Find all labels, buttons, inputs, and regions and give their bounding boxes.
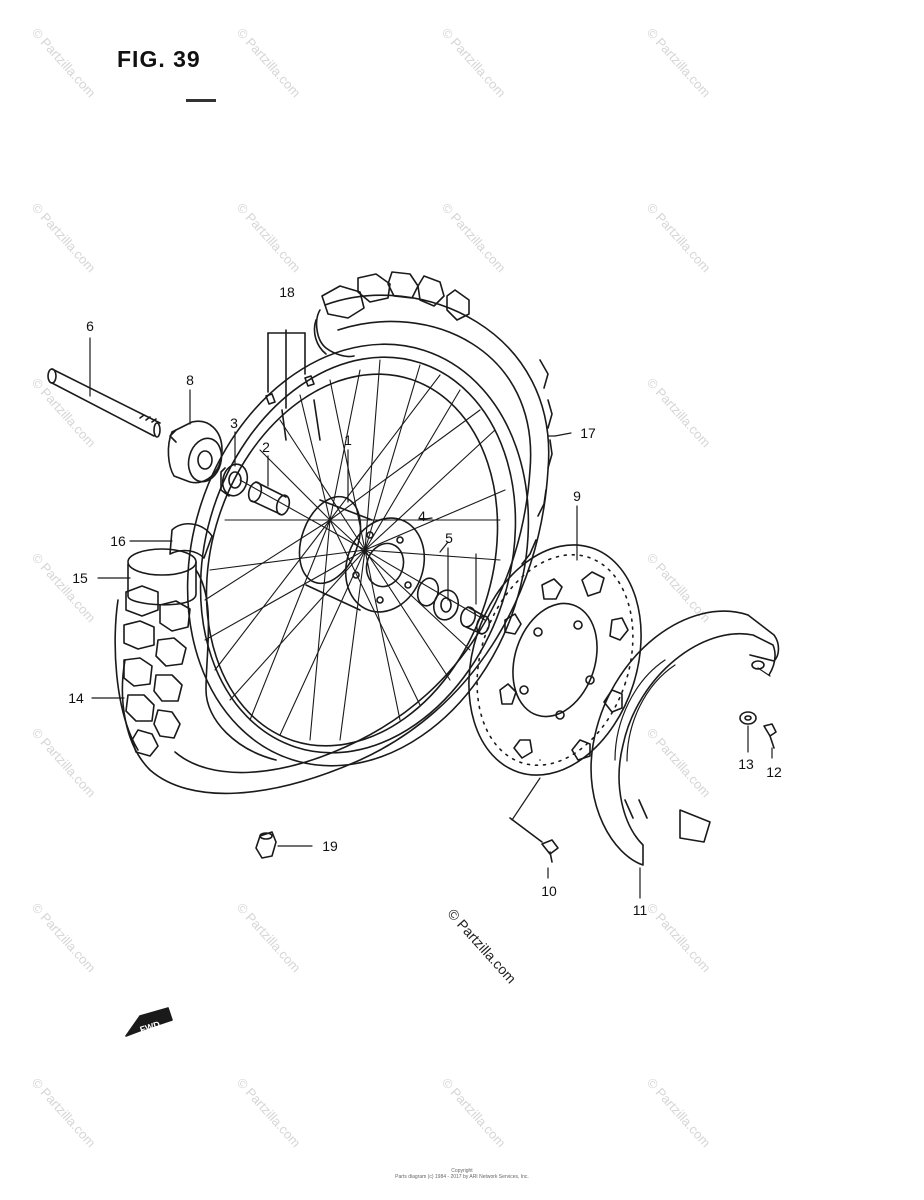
callout-9: 9 xyxy=(573,488,581,504)
disc-cover xyxy=(590,610,780,866)
inner-tube xyxy=(169,523,277,761)
washer xyxy=(739,711,757,725)
callout-6: 6 xyxy=(86,318,94,334)
bearing xyxy=(220,463,249,497)
fwd-arrow-icon xyxy=(125,1007,173,1037)
callout-1: 1 xyxy=(344,432,352,448)
callout-8: 8 xyxy=(186,372,194,388)
callout-16: 16 xyxy=(110,533,126,549)
footer-notice: Parts diagram (c) 1984 - 2017 by ARI Net… xyxy=(395,1174,529,1180)
callout-17: 17 xyxy=(580,425,596,441)
callout-15: 15 xyxy=(72,570,88,586)
callout-10: 10 xyxy=(541,883,557,899)
disc-bolt xyxy=(509,759,559,863)
callout-14: 14 xyxy=(68,690,84,706)
tire xyxy=(114,271,553,795)
rim-band xyxy=(127,548,197,606)
speedometer-gearbox xyxy=(167,420,223,484)
brake-disc xyxy=(468,544,642,776)
footer-copyright: Copyright xyxy=(451,1168,473,1174)
callout-4: 4 xyxy=(418,508,426,524)
title-dash xyxy=(186,99,216,102)
callout-13: 13 xyxy=(738,756,754,772)
callout-5: 5 xyxy=(445,530,453,546)
spacer xyxy=(247,481,291,516)
axle xyxy=(47,368,161,438)
figure-title: FIG. 39 xyxy=(117,46,201,72)
callout-18: 18 xyxy=(279,284,295,300)
hub xyxy=(298,495,426,613)
leader-lines xyxy=(89,337,773,899)
callout-19: 19 xyxy=(322,838,338,854)
footer: Copyright Parts diagram (c) 1984 - 2017 … xyxy=(0,1168,924,1180)
callout-11: 11 xyxy=(632,902,648,918)
cover-bolt xyxy=(763,723,777,749)
callout-2: 2 xyxy=(262,439,270,455)
valve-cap xyxy=(255,831,277,859)
rim xyxy=(186,343,530,767)
right-bearing-set xyxy=(416,577,491,635)
callout-12: 12 xyxy=(766,764,782,780)
spoke-nipples xyxy=(265,329,321,441)
callout-3: 3 xyxy=(230,415,238,431)
